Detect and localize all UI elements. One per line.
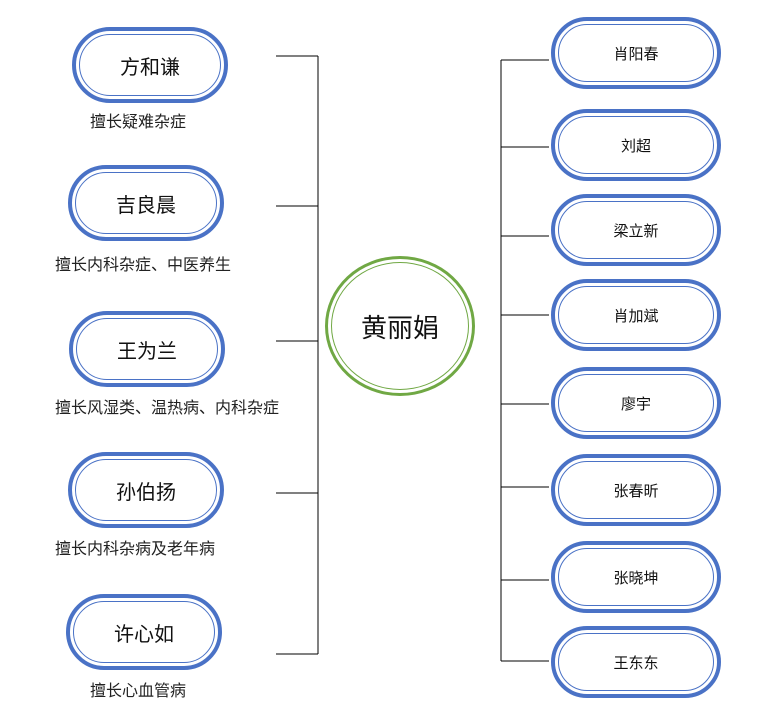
expert-specialty: 擅长内科杂症、中医养生 <box>55 255 232 274</box>
student-name: 肖阳春 <box>613 44 659 63</box>
student-node[interactable]: 刘超 <box>551 109 721 181</box>
expert-specialty: 擅长心血管病 <box>90 681 187 700</box>
student-node[interactable]: 肖阳春 <box>551 17 721 89</box>
student-node[interactable]: 肖加斌 <box>551 279 721 351</box>
student-name: 肖加斌 <box>613 306 659 325</box>
expert-name: 许心如 <box>114 621 174 646</box>
center-node[interactable]: 黄丽娟 <box>325 256 475 396</box>
student-node[interactable]: 王东东 <box>551 626 721 698</box>
expert-node[interactable]: 王为兰 <box>69 311 225 387</box>
expert-name: 孙伯扬 <box>116 479 176 504</box>
student-node[interactable]: 廖宇 <box>551 367 721 439</box>
student-node[interactable]: 梁立新 <box>551 194 721 266</box>
student-name: 刘超 <box>620 136 651 155</box>
student-name: 梁立新 <box>613 221 659 240</box>
student-name: 廖宇 <box>620 394 651 413</box>
expert-node[interactable]: 许心如 <box>66 594 222 670</box>
expert-name: 方和谦 <box>120 54 180 79</box>
student-name: 张春昕 <box>613 481 659 500</box>
expert-name: 吉良晨 <box>116 192 176 217</box>
student-node[interactable]: 张春昕 <box>551 454 721 526</box>
expert-node[interactable]: 方和谦 <box>72 27 228 103</box>
expert-specialty: 擅长疑难杂症 <box>90 112 187 131</box>
expert-node[interactable]: 吉良晨 <box>68 165 224 241</box>
expert-name: 王为兰 <box>117 338 177 363</box>
expert-specialty: 擅长风湿类、温热病、内科杂症 <box>55 398 280 417</box>
center-name: 黄丽娟 <box>360 313 439 344</box>
expert-node[interactable]: 孙伯扬 <box>68 452 224 528</box>
expert-specialty: 擅长内科杂病及老年病 <box>55 539 216 558</box>
student-node[interactable]: 张晓坤 <box>551 541 721 613</box>
student-name: 王东东 <box>613 653 659 672</box>
student-name: 张晓坤 <box>613 568 659 587</box>
